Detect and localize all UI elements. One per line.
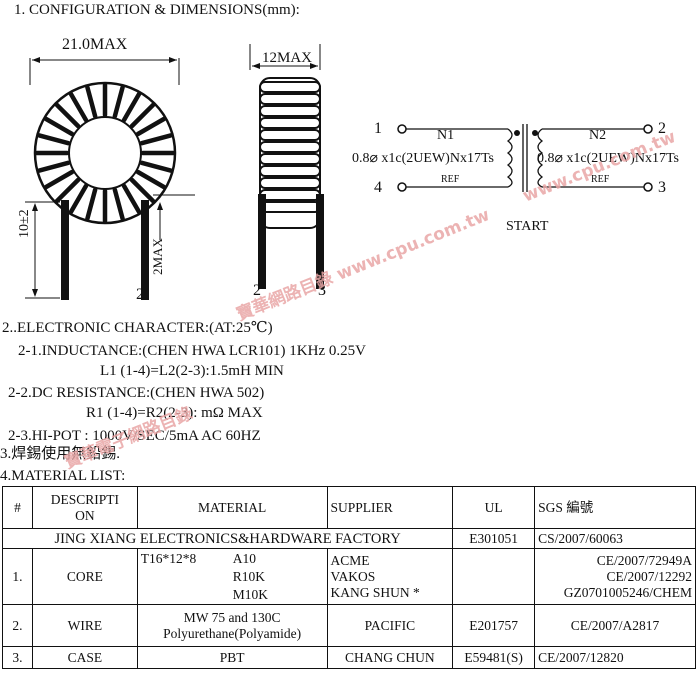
core-supplier-2: VAKOS <box>330 568 376 584</box>
wire-ul: E201757 <box>452 604 536 647</box>
schematic-pin-3: 3 <box>658 179 666 196</box>
wire-no: 2. <box>2 604 33 647</box>
case-sgs: CE/2007/12820 <box>534 646 696 669</box>
factory-name: JING XIANG ELECTRONICS&HARDWARE FACTORY <box>1 528 454 549</box>
pin-2-label: 2 <box>136 286 144 303</box>
header-supplier: SUPPLIER <box>326 486 454 529</box>
header-no: # <box>2 486 33 529</box>
material-list-title: 4.MATERIAL LIST: <box>0 468 126 484</box>
solder-note: 3.焊錫使用無鉛錫. <box>0 446 121 462</box>
core-sgs-3: GZ0701005246/CHEM <box>563 584 692 600</box>
table-row-wire: 2. WIRE MW 75 and 130C Polyurethane(Poly… <box>2 604 696 647</box>
width-dimension: 21.0MAX <box>62 36 128 53</box>
core-supplier-1: ACME <box>330 552 370 568</box>
schematic-pin-2: 2 <box>658 120 666 137</box>
case-description: CASE <box>31 646 138 669</box>
core-sgs-2: CE/2007/12292 <box>606 568 692 584</box>
wire-material-line2: Polyurethane(Polyamide) <box>163 625 302 641</box>
toroid-front-drawing <box>25 57 195 300</box>
height-dimension: 10±2 <box>17 209 32 238</box>
wire-sgs: CE/2007/A2817 <box>534 604 696 647</box>
header-description-line2: ON <box>75 507 95 523</box>
case-no: 3. <box>2 646 33 669</box>
winding-n2-label: N2 <box>589 128 607 143</box>
winding-right-spec: 0.8⌀ x1c(2UEW)Nx17Ts <box>537 151 679 166</box>
schematic-pin-1: 1 <box>374 120 382 137</box>
core-grade-1: A10 <box>232 550 256 566</box>
core-grade-3: M10K <box>232 586 269 602</box>
wire-description: WIRE <box>31 604 138 647</box>
table-row-case: 3. CASE PBT CHANG CHUN E59481(S) CE/2007… <box>2 646 696 669</box>
side-pin-2-label: 2 <box>253 282 261 299</box>
wire-supplier: PACIFIC <box>326 604 454 647</box>
wire-material-line1: MW 75 and 130C <box>183 609 281 625</box>
factory-ul: E301051 <box>452 528 536 549</box>
case-supplier: CHANG CHUN <box>326 646 454 669</box>
core-supplier-3: KANG SHUN * <box>330 584 420 600</box>
dc-resistance-line: 2-2.DC RESISTANCE:(CHEN HWA 502) <box>8 385 265 401</box>
header-material: MATERIAL <box>136 486 328 529</box>
case-material: PBT <box>136 646 328 669</box>
header-ul: UL <box>452 486 536 529</box>
wire-material: MW 75 and 130C Polyurethane(Polyamide) <box>136 604 328 647</box>
core-material: T16*12*8 A10 R10K M10K <box>136 548 328 605</box>
pin-1-label: 1 <box>62 286 70 303</box>
electronic-title: 2..ELECTRONIC CHARACTER:(AT:25℃) <box>2 320 273 336</box>
toroid-side-drawing <box>249 44 324 289</box>
core-no: 1. <box>2 548 33 605</box>
inductance-value: L1 (1-4)=L2(2-3):1.5mH MIN <box>100 363 284 379</box>
winding-n1-label: N1 <box>437 128 455 143</box>
start-label: START <box>506 219 549 234</box>
section-title: 1. CONFIGURATION & DIMENSIONS(mm): <box>14 2 300 18</box>
side-width-dimension: 12MAX <box>262 50 313 66</box>
schematic-pin-4: 4 <box>374 179 382 196</box>
case-ul: E59481(S) <box>452 646 536 669</box>
dc-resistance-value: R1 (1-4)=R2(2-3): mΩ MAX <box>86 405 263 421</box>
lead-dimension: 2MAX <box>150 238 165 275</box>
core-suppliers: ACME VAKOS KANG SHUN * <box>326 548 454 605</box>
core-grade-2: R10K <box>232 568 266 584</box>
ref-right-label: REF <box>591 174 610 185</box>
factory-row: JING XIANG ELECTRONICS&HARDWARE FACTORY … <box>1 528 696 549</box>
header-sgs: SGS 編號 <box>534 486 696 529</box>
winding-left-spec: 0.8⌀ x1c(2UEW)Nx17Ts <box>352 151 494 166</box>
side-pin-3-label: 3 <box>318 282 326 299</box>
table-row-core: 1. CORE T16*12*8 A10 R10K M10K ACME VAKO… <box>2 548 696 605</box>
core-sgs: CE/2007/72949A CE/2007/12292 GZ070100524… <box>534 548 696 605</box>
winding-schematic <box>397 124 653 192</box>
hipot-line: 2-3.HI-POT : 1000V/SEC/5mA AC 60HZ <box>8 428 261 444</box>
factory-sgs: CS/2007/60063 <box>534 528 696 549</box>
header-description-line1: DESCRIPTI <box>50 491 119 507</box>
core-description: CORE <box>31 548 138 605</box>
core-ul <box>452 548 536 605</box>
core-size: T16*12*8 <box>140 550 197 566</box>
core-sgs-1: CE/2007/72949A <box>596 552 692 568</box>
ref-left-label: REF <box>441 174 460 185</box>
inductance-line: 2-1.INDUCTANCE:(CHEN HWA LCR101) 1KHz 0.… <box>18 343 366 359</box>
